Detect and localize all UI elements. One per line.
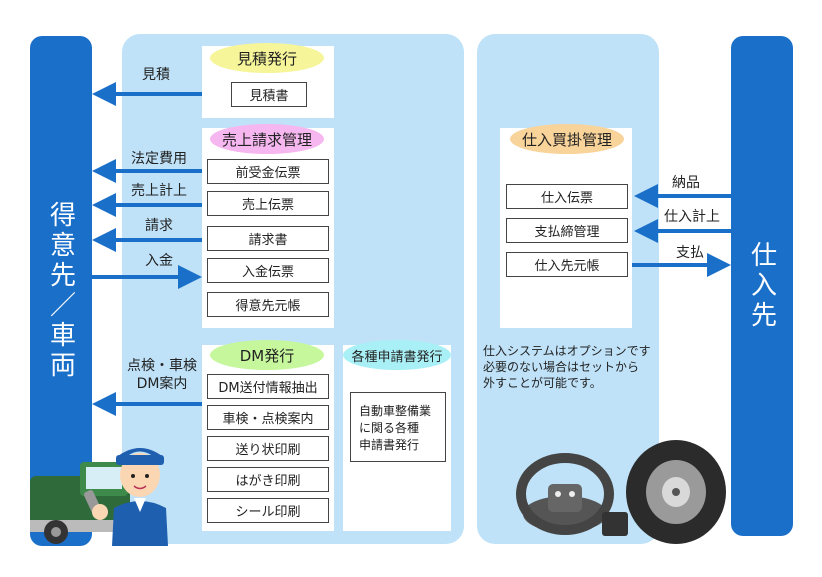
- arrow-label-deposit: 入金: [145, 253, 173, 269]
- supplier-bar: 仕入先: [731, 36, 793, 536]
- arrow-label-dm: 点検・車検 DM案内: [126, 357, 198, 393]
- forms-line-3: 申請書発行: [359, 438, 420, 452]
- dm-item-postcard: はがき印刷: [207, 467, 329, 492]
- forms-title: 各種申請書発行: [343, 340, 451, 370]
- arrow-label-payment: 支払: [676, 245, 704, 261]
- tire-illustration: [626, 440, 726, 544]
- arrow-label-purchase-post: 仕入計上: [664, 209, 720, 225]
- mechanic-with-car-illustration: [30, 448, 168, 546]
- forms-line-1: 自動車整備業: [359, 404, 432, 418]
- steering-wheel-controller-illustration: [516, 453, 628, 536]
- dm-item-extract: DM送付情報抽出: [207, 374, 329, 399]
- customer-vehicle-label: 得意先／車両: [45, 201, 76, 381]
- purchase-item-payment: 支払締管理: [506, 218, 628, 243]
- dm-item-shipping: 送り状印刷: [207, 436, 329, 461]
- estimate-title: 見積発行: [210, 43, 324, 73]
- arrow-label-billing: 請求: [145, 218, 173, 234]
- sales-item-invoice: 請求書: [207, 226, 329, 251]
- arrow-label-dm-line-1: 点検・車検: [127, 358, 197, 374]
- arrow-label-delivery: 納品: [672, 175, 700, 191]
- forms-box: 自動車整備業 に関る各種 申請書発行: [350, 392, 446, 462]
- arrow-label-sales-post: 売上計上: [131, 183, 187, 199]
- note-line-1: 仕入システムはオプションです: [483, 344, 651, 358]
- dm-item-sticker: シール印刷: [207, 498, 329, 523]
- purchase-item-ledger: 仕入先元帳: [506, 252, 628, 277]
- note-line-2: 必要のない場合はセットから: [483, 360, 640, 374]
- dm-item-inspection: 車検・点検案内: [207, 405, 329, 430]
- purchase-item-slip: 仕入伝票: [506, 184, 628, 209]
- note-line-3: 外すことが可能です。: [483, 376, 602, 390]
- supplier-label: 仕入先: [746, 241, 777, 331]
- sales-title: 売上請求管理: [210, 124, 324, 154]
- forms-line-2: に関る各種: [359, 421, 420, 435]
- sales-item-ledger: 得意先元帳: [207, 292, 329, 317]
- dm-title: DM発行: [210, 340, 324, 370]
- sales-item-receipt: 入金伝票: [207, 258, 329, 283]
- sales-item-slip: 売上伝票: [207, 191, 329, 216]
- estimate-doc-box: 見積書: [231, 82, 307, 107]
- arrow-label-legal-fees: 法定費用: [131, 151, 187, 167]
- arrow-label-dm-line-2: DM案内: [136, 376, 188, 392]
- purchase-title: 仕入買掛管理: [510, 124, 624, 154]
- arrow-label-estimate: 見積: [142, 67, 170, 83]
- sales-item-advance: 前受金伝票: [207, 159, 329, 184]
- customer-vehicle-bar: 得意先／車両: [30, 36, 92, 546]
- purchase-note: 仕入システムはオプションです 必要のない場合はセットから 外すことが可能です。: [483, 343, 658, 391]
